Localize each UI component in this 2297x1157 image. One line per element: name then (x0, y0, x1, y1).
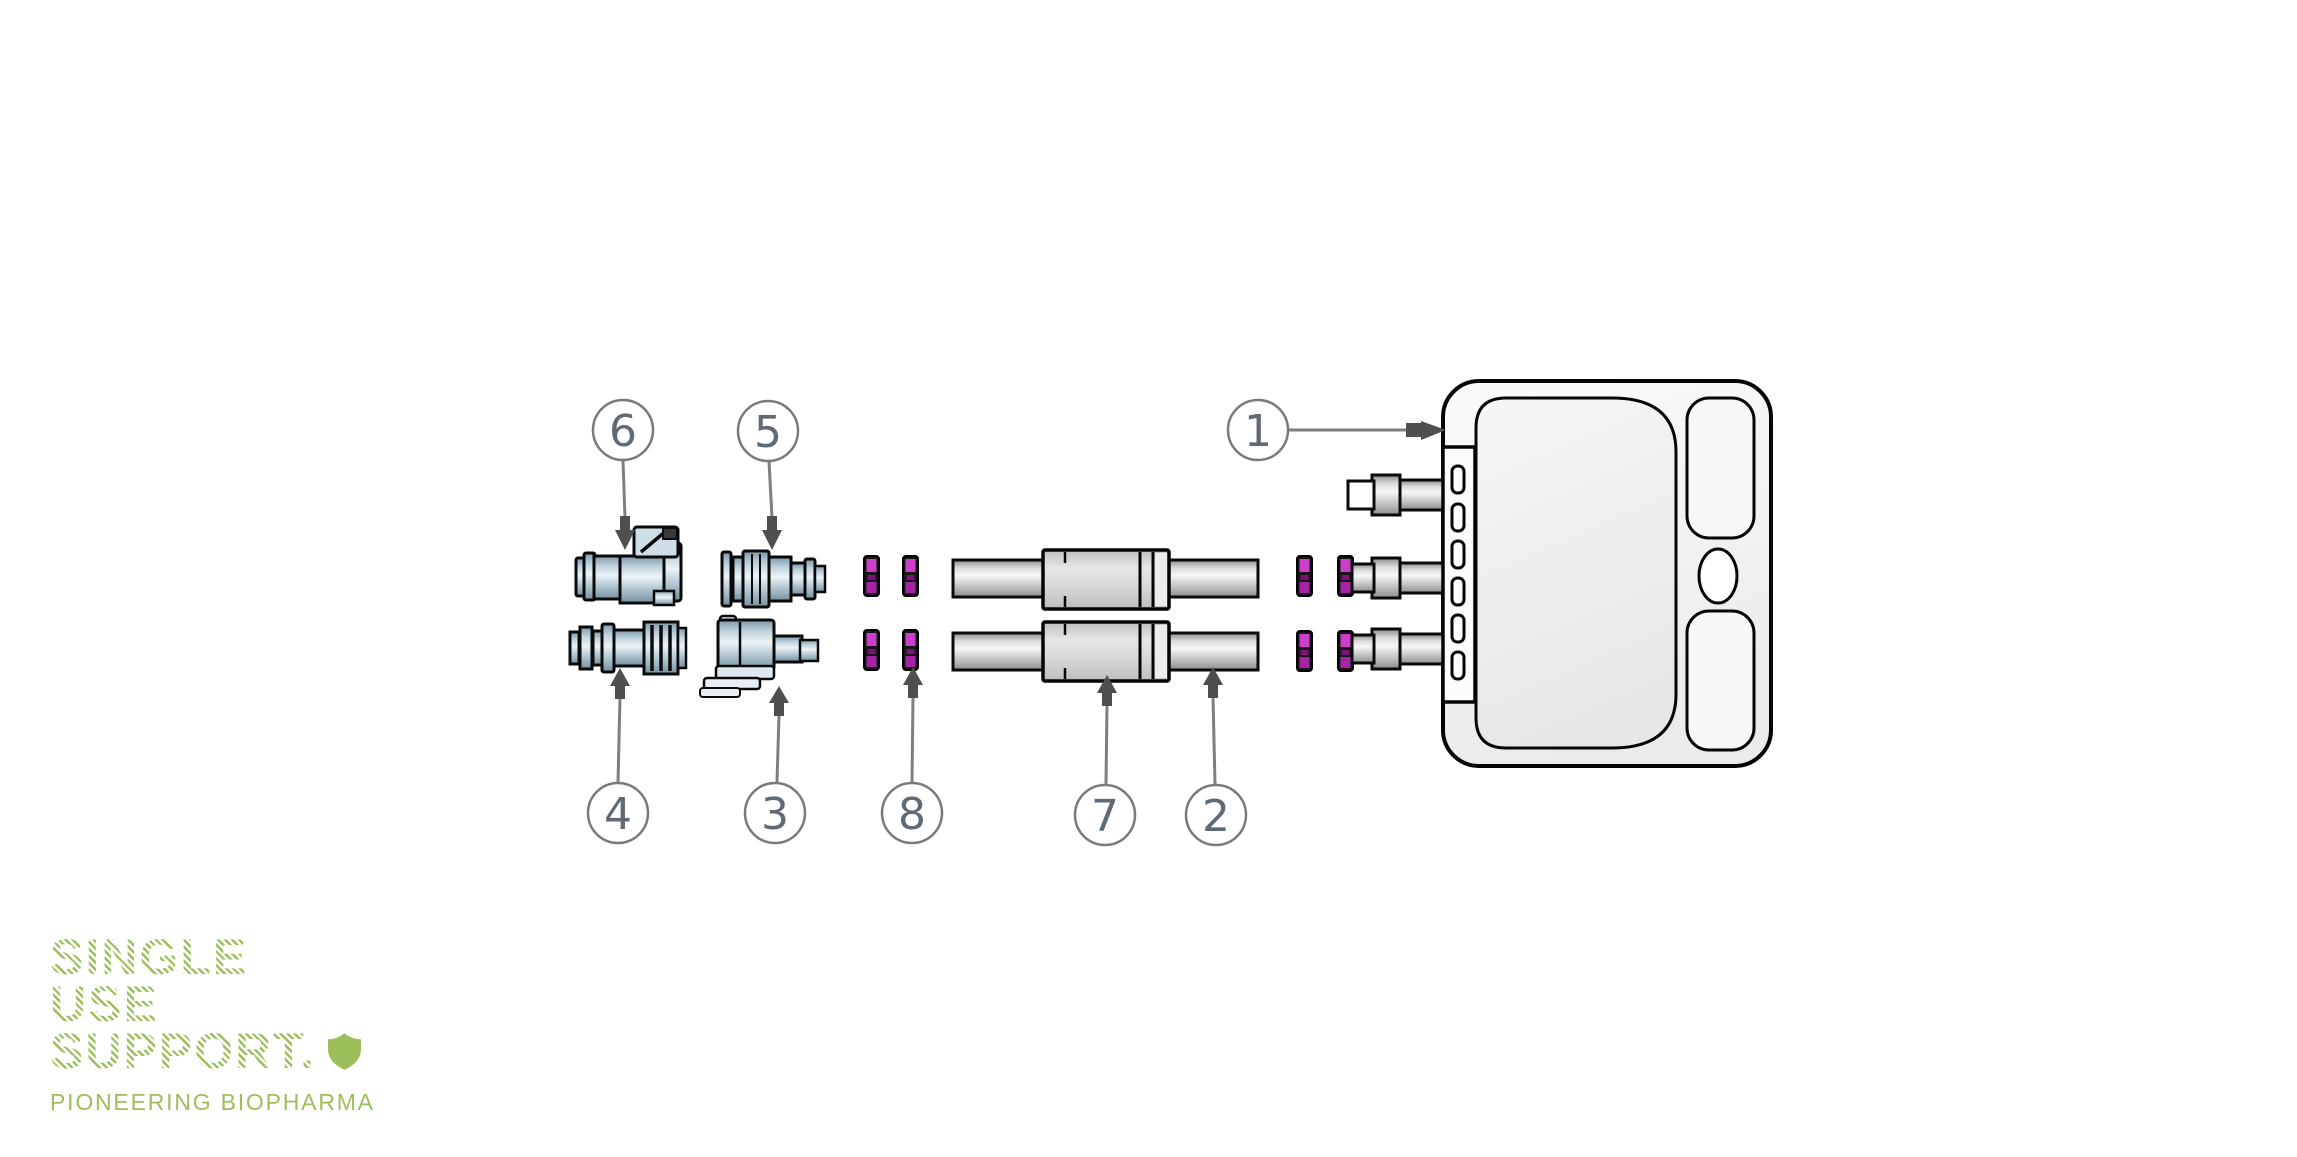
cable-tie (1296, 555, 1313, 597)
cable-tie (863, 629, 880, 671)
callout-2: 2 (1184, 783, 1248, 847)
svg-text:5: 5 (754, 407, 782, 458)
part-quick-connector-female (699, 614, 820, 698)
svg-text:2: 2 (1202, 791, 1230, 842)
svg-text:4: 4 (604, 789, 632, 840)
leader-arrows (610, 421, 1446, 785)
part-quick-coupling-body (574, 525, 683, 607)
shield-icon (328, 1033, 362, 1070)
bag-port-top (1346, 473, 1450, 517)
bag-side-pocket-top (1685, 396, 1756, 540)
svg-text:6: 6 (609, 406, 637, 457)
logo-word-single: SINGLE (50, 932, 470, 982)
part-quick-connector-male (720, 549, 827, 609)
bag-hang-hole (1697, 547, 1739, 605)
svg-text:7: 7 (1091, 791, 1119, 842)
bag-main-chamber (1474, 396, 1678, 750)
bag-port-strip-slots (1450, 464, 1466, 681)
callout-6: 6 (591, 398, 655, 462)
cable-tie (902, 555, 919, 597)
cable-tie (863, 555, 880, 597)
callout-5: 5 (736, 399, 800, 463)
bag-port-middle (1350, 556, 1450, 600)
callout-3: 3 (743, 781, 807, 845)
bag-port-bottom (1350, 627, 1450, 671)
logo-word-support: SUPPORT. (50, 1023, 317, 1079)
callout-1: 1 (1226, 398, 1290, 462)
callout-8: 8 (880, 781, 944, 845)
cable-tie (1296, 630, 1313, 672)
logo-word-use: USE (50, 979, 470, 1029)
part-2d-bag (1346, 379, 1773, 768)
svg-text:1: 1 (1244, 406, 1272, 457)
part-tube-connector-sleeve (1041, 620, 1171, 683)
part-tube-connector-sleeve (1041, 548, 1171, 611)
svg-text:3: 3 (761, 789, 789, 840)
cable-tie (902, 629, 919, 671)
brand-logo: SINGLE USE SUPPORT. PIONEERING BIOPHARMA (50, 932, 470, 1116)
part-quick-connector-male-insert (568, 620, 688, 676)
logo-tagline: PIONEERING BIOPHARMA (50, 1089, 375, 1115)
callout-7: 7 (1073, 783, 1137, 847)
bag-side-pocket-bottom (1685, 609, 1756, 752)
svg-text:8: 8 (898, 789, 926, 840)
callout-4: 4 (586, 781, 650, 845)
